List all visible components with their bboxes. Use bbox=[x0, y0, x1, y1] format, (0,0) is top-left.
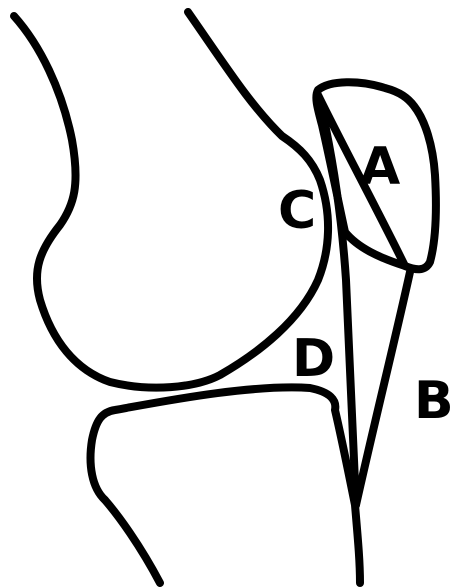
tibia-outline bbox=[91, 387, 360, 583]
label-c: C bbox=[278, 181, 316, 241]
label-a: A bbox=[360, 137, 400, 197]
patellar-tendon-right bbox=[356, 272, 410, 505]
label-b: B bbox=[414, 371, 454, 431]
label-d: D bbox=[292, 329, 335, 389]
